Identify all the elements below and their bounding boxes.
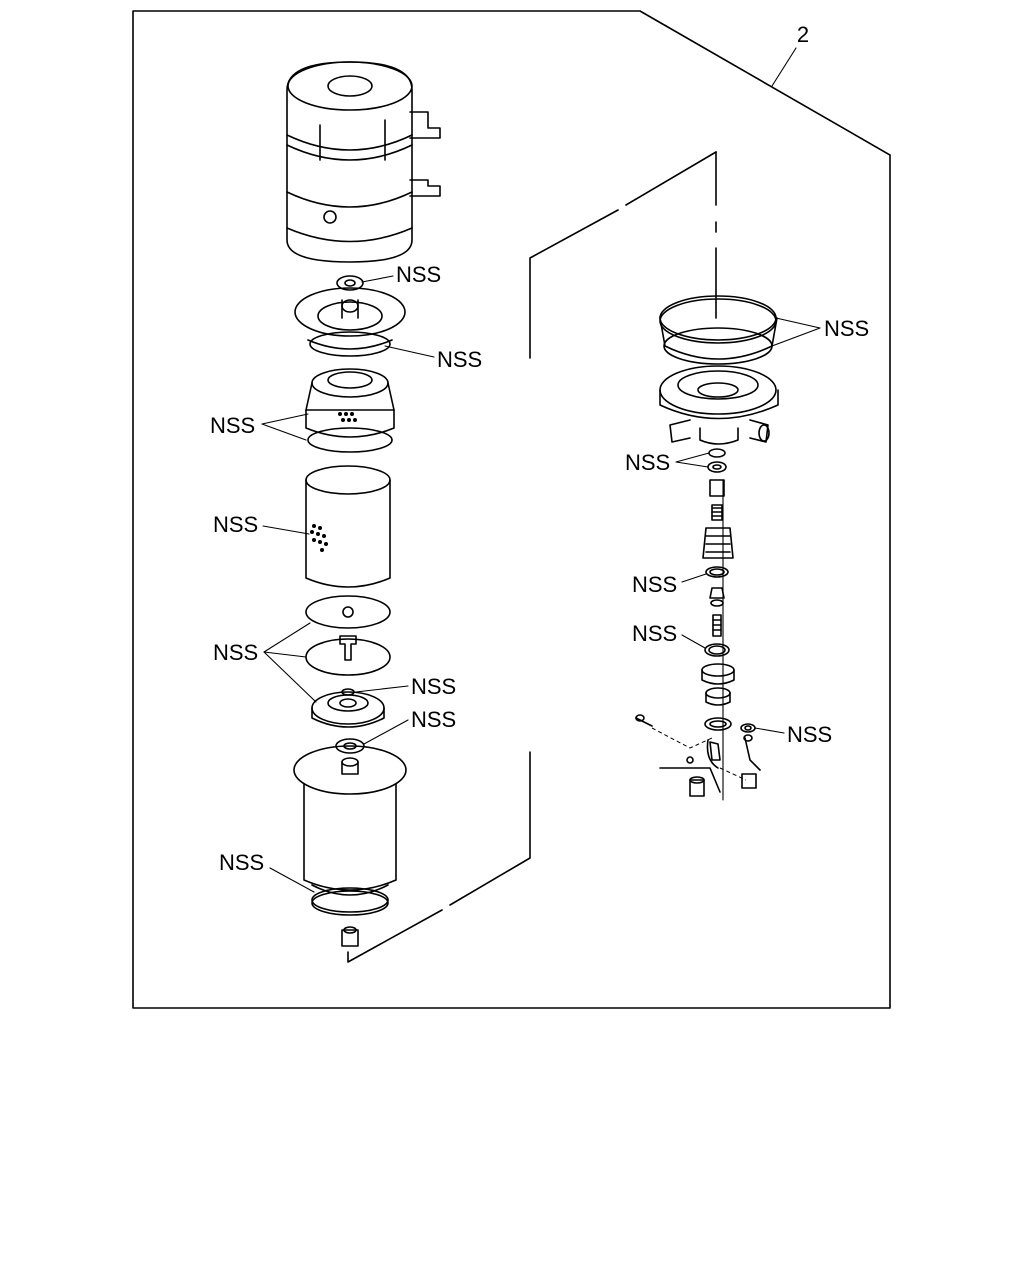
drain-nut bbox=[341, 926, 359, 947]
right-side-washer bbox=[740, 723, 756, 733]
right-o-ring-1 bbox=[705, 566, 729, 578]
assembly-number-label: 2 bbox=[797, 22, 809, 47]
nss-label-plates-and-seal: NSS bbox=[213, 640, 258, 665]
assembly-number-callout: 2 bbox=[771, 22, 809, 87]
connection-lines bbox=[347, 151, 724, 963]
nss-label-o-ring-2: NSS bbox=[632, 621, 677, 646]
top-gasket bbox=[336, 275, 364, 291]
right-o-ring-2 bbox=[704, 643, 730, 657]
nss-label-bowl-seal: NSS bbox=[219, 850, 264, 875]
nss-label-seal-ring: NSS bbox=[411, 674, 456, 699]
check-valve-assembly bbox=[702, 479, 734, 559]
filter-head bbox=[305, 368, 395, 453]
bolt-plate bbox=[305, 635, 391, 676]
nss-callouts: NSS NSS NSS NSS NSS NSS NSS NSS NSS NSS bbox=[210, 262, 869, 893]
right-small-seals bbox=[707, 448, 727, 473]
filter-element bbox=[305, 465, 391, 629]
right-cup-parts bbox=[701, 663, 735, 731]
filter-head-body bbox=[659, 365, 779, 445]
flange-cover bbox=[294, 287, 406, 357]
nss-label-filter-head-seals: NSS bbox=[210, 413, 255, 438]
nss-label-bowl-gasket: NSS bbox=[411, 707, 456, 732]
nss-label-head-ring-seals: NSS bbox=[824, 316, 869, 341]
diagram-frame bbox=[132, 10, 891, 1009]
filter-bowl bbox=[293, 745, 407, 916]
nss-label-filter-element: NSS bbox=[213, 512, 258, 537]
sensor-harness bbox=[635, 714, 761, 797]
nss-label-flange-seal: NSS bbox=[437, 347, 482, 372]
nss-label-o-ring-1: NSS bbox=[632, 572, 677, 597]
head-ring-seals bbox=[659, 295, 778, 365]
nss-label-small-seals: NSS bbox=[625, 450, 670, 475]
right-fittings bbox=[709, 587, 725, 637]
top-cap-housing bbox=[286, 61, 441, 263]
nss-label-top-gasket: NSS bbox=[396, 262, 441, 287]
nss-label-side-washer: NSS bbox=[787, 722, 832, 747]
seal-ring bbox=[311, 688, 385, 728]
